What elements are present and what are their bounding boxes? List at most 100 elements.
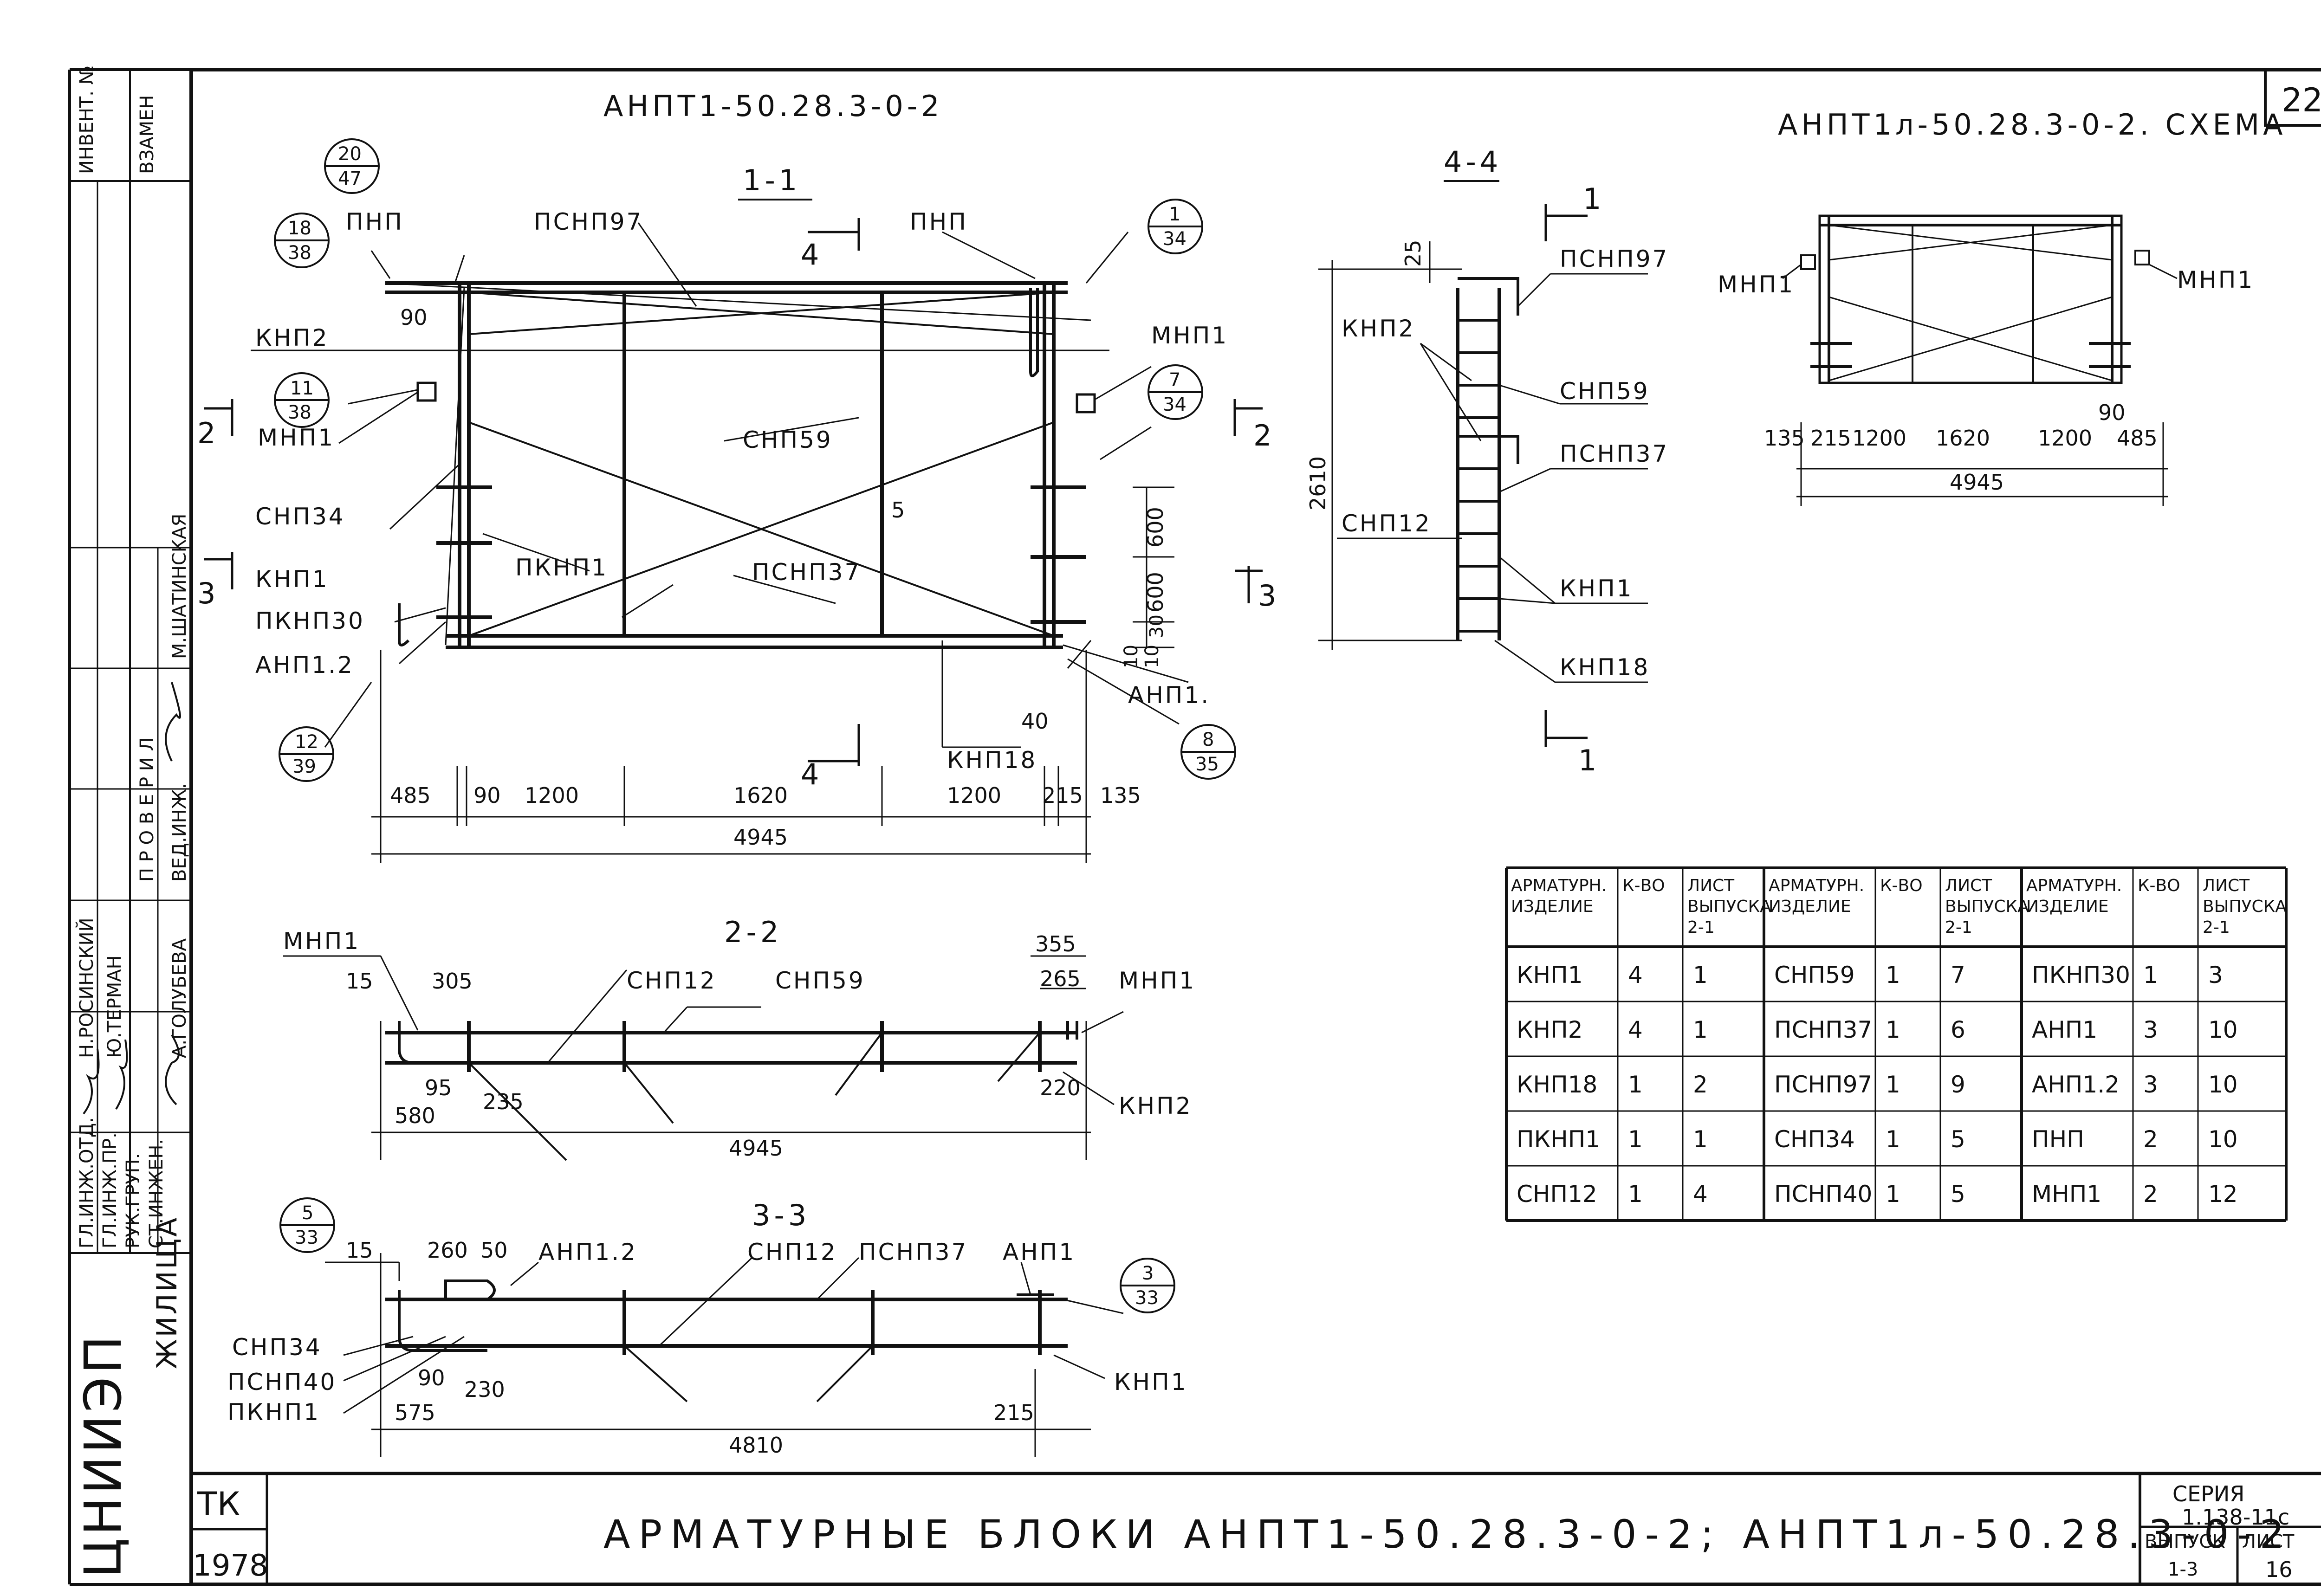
schema-geometry: [1782, 214, 2178, 506]
table-cell: АНП1: [2032, 1016, 2097, 1043]
table-cell: 3: [2208, 962, 2223, 989]
view-4-4-texts: 4-4 ПСНП97 КНП2 СНП59 ПСНП37 СНП12 КНП1 …: [1305, 145, 1669, 777]
table-cell: 10: [2208, 1016, 2238, 1043]
main-title: АРМАТУРНЫЕ БЛОКИ АНПТ1-50.28.3-0-2; АНПТ…: [603, 1512, 2293, 1557]
title-left: АНПТ1-50.28.3-0-2: [603, 89, 943, 123]
table-cell: 2: [2143, 1181, 2158, 1208]
table-header: ВЫПУСКА: [1687, 897, 1771, 916]
stamp-role-1: ГЛ.ИНЖ.ОТД.: [76, 1117, 97, 1248]
table-cell: 3: [2143, 1071, 2158, 1098]
table-cell: СНП34: [1774, 1126, 1855, 1153]
table-header: ИЗДЕЛИЕ: [2026, 897, 2109, 916]
spec-table-grid: [1505, 866, 2288, 1222]
dim-600-b: 600: [1143, 572, 1168, 613]
view-2-2-texts: 2-2 МНП1 СНП12 СНП59 МНП1 КНП2 15 305 35…: [283, 915, 1196, 1161]
table-cell: 3: [2143, 1016, 2158, 1043]
stamp-ved-inzh: ВЕД.ИНЖ.: [169, 783, 190, 882]
dim-50: 50: [480, 1238, 508, 1263]
view-1-1-texts: 1-1 20 47 18 38 11 38 1 34 7 34 12 39 8 …: [197, 143, 1276, 850]
dim-15: 15: [346, 1238, 373, 1263]
table-cell: КНП1: [1517, 962, 1583, 989]
dim-total-4945: 4945: [1950, 470, 2004, 495]
dim-total-4810: 4810: [729, 1433, 783, 1458]
label-knp1: КНП1: [1114, 1369, 1188, 1396]
label-snp59: СНП59: [775, 967, 865, 994]
dim-1200-right: 1200: [947, 783, 1001, 808]
label-knp2: КНП2: [1342, 315, 1415, 342]
view-3-3-callouts: [279, 1197, 1175, 1313]
table-cell: ПСНП40: [1774, 1181, 1872, 1208]
view-2-2-geometry: [283, 955, 1124, 1161]
label-knp1: КНП1: [1560, 575, 1634, 602]
stamp-name-1: Н.РОСИНСКИЙ: [75, 918, 97, 1059]
table-cell: 1: [1886, 1016, 1900, 1043]
view-1-1: 1-1 20 47 18 38 11 38 1 34 7 34 12 39 8 …: [197, 138, 1276, 863]
label-knp18: КНП18: [1560, 654, 1650, 681]
table-cell: ПСНП97: [1774, 1071, 1872, 1098]
dim-305: 305: [432, 969, 473, 994]
section-3-left: 3: [197, 576, 219, 610]
table-cell: 4: [1628, 1016, 1643, 1043]
table-cell: 9: [1951, 1071, 1965, 1098]
table-cell: 1: [1628, 1126, 1643, 1153]
table-header: ЛИСТ: [1687, 876, 1735, 895]
table-cell: ПКНП30: [2032, 962, 2130, 989]
table-header: ЛИСТ: [2203, 876, 2250, 895]
table-cell: 1: [1886, 1071, 1900, 1098]
callout-7-34-bottom: 34: [1163, 394, 1186, 415]
label-knp2: КНП2: [255, 324, 329, 351]
table-cell: 5: [1951, 1126, 1965, 1153]
dim-135: 135: [1100, 783, 1141, 808]
callout-11-38-top: 11: [290, 378, 314, 399]
dim-485: 485: [390, 783, 431, 808]
dim-1200-right: 1200: [2038, 426, 2092, 451]
callout-3-33-bottom: 33: [1135, 1287, 1159, 1309]
table-cell: 1: [1693, 962, 1708, 989]
label-pknp1: ПКНП1: [515, 554, 608, 581]
dim-600-a: 600: [1143, 507, 1168, 548]
callout-11-38-bottom: 38: [288, 402, 311, 423]
label-psnp37: ПСНП37: [1560, 440, 1669, 467]
label-mnp1-right: МНП1: [1119, 967, 1196, 994]
table-cell: МНП1: [2032, 1181, 2101, 1208]
dim-5: 5: [891, 498, 905, 523]
callout-12-39-top: 12: [295, 731, 318, 753]
callout-1-34-top: 1: [1169, 204, 1180, 225]
view-3-3-geometry: [325, 1253, 1124, 1457]
label-psnp97: ПСНП97: [534, 208, 643, 235]
title-right: АНПТ1л-50.28.3-0-2. СХЕМА: [1778, 108, 2287, 142]
table-cell: СНП59: [1774, 962, 1855, 989]
table-header: 2-1: [1687, 918, 1715, 937]
table-cell: КНП2: [1517, 1016, 1583, 1043]
table-cell: 2: [1693, 1071, 1708, 1098]
label-anp1-2: АНП1.2: [538, 1239, 637, 1266]
table-header: ВЫПУСКА: [1945, 897, 2029, 916]
vypusk-value: 1-3: [2168, 1559, 2198, 1580]
stamp-shatinskaya: М.ШАТИНСКАЯ: [169, 514, 190, 659]
table-cell: ПСНП37: [1774, 1016, 1872, 1043]
label-pnp-left: ПНП: [346, 208, 404, 235]
table-cell: 1: [1886, 1181, 1900, 1208]
callout-5-33-bottom: 33: [295, 1227, 318, 1248]
sheet-frame: [68, 68, 2321, 1586]
table-cell: 5: [1951, 1181, 1965, 1208]
label-snp59: СНП59: [743, 426, 833, 453]
dim-215: 215: [993, 1400, 1034, 1425]
table-cell: 1: [1628, 1181, 1643, 1208]
table-header: К-ВО: [1880, 876, 1923, 895]
dim-1200-left: 1200: [525, 783, 579, 808]
title-block: АНПТ1-50.28.3-0-2 АНПТ1л-50.28.3-0-2. СХ…: [193, 81, 2321, 1583]
section-1-bottom: 1: [1578, 743, 1600, 777]
dim-10-b: 10: [1141, 645, 1163, 668]
dim-90: 90: [473, 783, 501, 808]
dim-575: 575: [395, 1400, 435, 1425]
label-knp2: КНП2: [1119, 1092, 1193, 1119]
table-cell: 1: [1886, 962, 1900, 989]
section-2-right: 2: [1253, 419, 1275, 452]
table-cell: 4: [1628, 962, 1643, 989]
stamp-name-3: А.ГОЛУБЕВА: [169, 938, 190, 1058]
dim-1200-left: 1200: [1852, 426, 1906, 451]
dim-265: 265: [1040, 966, 1081, 991]
table-header: АРМАТУРН.: [1511, 876, 1607, 895]
